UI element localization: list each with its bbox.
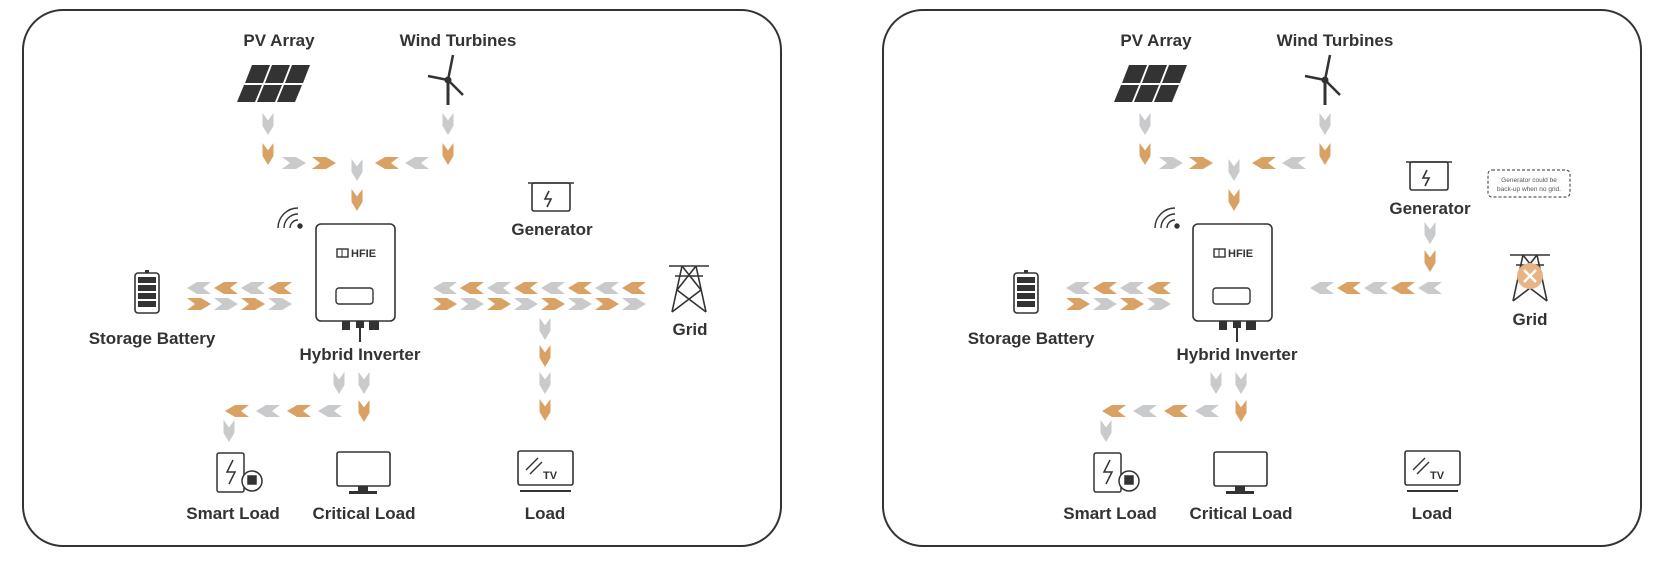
grid-tower-icon (669, 265, 709, 313)
wind-turbines-label: Wind Turbines (1277, 31, 1394, 50)
generator-note: Generator could be back-up when no grid. (1487, 169, 1571, 198)
smart-load-label: Smart Load (1063, 504, 1157, 523)
storage-battery-label: Storage Battery (89, 329, 216, 348)
generator-icon (1406, 161, 1452, 191)
panel-frame (882, 9, 1642, 547)
smart-load-icon (216, 452, 263, 493)
critical-load-label: Critical Load (1190, 504, 1293, 523)
svg-text:TV: TV (543, 470, 558, 482)
grid-label: Grid (1513, 310, 1548, 329)
wind-turbines-label: Wind Turbines (400, 31, 517, 50)
tv-load-icon: TV (1404, 450, 1461, 492)
storage-battery-label: Storage Battery (968, 329, 1095, 348)
wifi-icon (1154, 207, 1180, 229)
tv-load-icon: TV (517, 450, 574, 492)
smart-load-label: Smart Load (186, 504, 280, 523)
hybrid-inverter-icon: HFIE (1192, 223, 1273, 342)
load-label: Load (525, 504, 566, 523)
battery-icon (1013, 270, 1039, 314)
smart-load-icon (1093, 452, 1140, 493)
wifi-icon (277, 207, 303, 229)
note-line-2: back-up when no grid. (1497, 186, 1561, 193)
flow-arrows (187, 113, 646, 442)
note-line-1: Generator could be (1501, 177, 1557, 184)
grid-tower-disconnected-icon (1510, 254, 1550, 302)
panel-frame (22, 9, 782, 547)
panel-grid-connected: PV Array Wind Turbines Generator (22, 9, 782, 547)
battery-icon (134, 270, 160, 314)
critical-load-monitor-icon (336, 451, 391, 494)
solar-panel-icon (237, 65, 310, 102)
wind-turbine-icon (1304, 54, 1341, 105)
load-label: Load (1412, 504, 1453, 523)
hybrid-inverter-icon: HFIE (315, 223, 396, 342)
generator-label: Generator (1389, 199, 1471, 218)
pv-array-label: PV Array (1120, 31, 1192, 50)
svg-text:TV: TV (1430, 470, 1445, 482)
critical-load-label: Critical Load (313, 504, 416, 523)
inverter-brand: HFIE (351, 248, 376, 260)
critical-load-monitor-icon (1213, 451, 1268, 494)
inverter-brand: HFIE (1228, 248, 1253, 260)
wind-turbine-icon (427, 54, 464, 105)
hybrid-inverter-label: Hybrid Inverter (1177, 345, 1298, 364)
panel-off-grid: PV Array Wind Turbines Generator Generat… (882, 9, 1642, 547)
generator-icon (528, 182, 574, 212)
generator-label: Generator (511, 220, 593, 239)
pv-array-label: PV Array (243, 31, 315, 50)
hybrid-inverter-label: Hybrid Inverter (300, 345, 421, 364)
solar-panel-icon (1114, 65, 1187, 102)
grid-label: Grid (673, 320, 708, 339)
